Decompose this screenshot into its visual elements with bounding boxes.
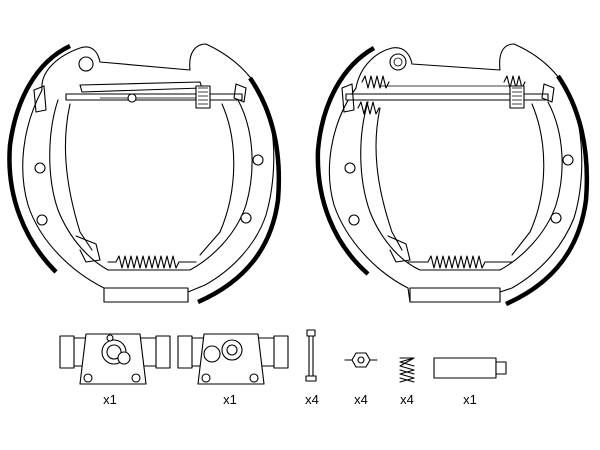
wc2-port	[203, 345, 221, 363]
right-top-spring-left	[361, 75, 390, 89]
left-pivot-mid	[127, 93, 137, 103]
left-anchor-block	[103, 287, 189, 303]
qty-label-wheel-cylinder-left: x1	[103, 392, 117, 407]
right-shoe-web	[375, 103, 545, 256]
left-pivot-top	[78, 56, 94, 72]
right-pivot-top	[389, 53, 407, 71]
qty-label-wheel-cylinder-right: x1	[223, 392, 237, 407]
left-lining-right	[197, 76, 282, 305]
left-strut-lever	[79, 81, 203, 93]
left-shoe-outline	[22, 43, 275, 303]
right-hole-2	[348, 214, 360, 226]
right-lower-lug	[387, 235, 411, 263]
spring-coil	[399, 357, 415, 383]
wc1-bolt-left	[83, 373, 93, 383]
right-side-bracket-right	[541, 83, 555, 103]
left-strut-bar	[65, 93, 243, 101]
right-shoe-outline	[328, 43, 583, 303]
wc2-cap-left	[177, 335, 193, 369]
right-return-spring	[407, 255, 513, 269]
wc2-bolt-left	[201, 373, 211, 383]
left-adjuster-wheel	[195, 85, 211, 109]
left-lining-left	[7, 43, 71, 274]
right-anchor-block	[409, 287, 501, 303]
left-hole-3	[252, 154, 264, 166]
wc1-port-inner	[106, 344, 122, 360]
wc2-bolt-right	[249, 373, 259, 383]
left-hole-1	[34, 162, 46, 174]
right-shoe-inner	[360, 101, 563, 271]
wc1-cap-right	[155, 335, 171, 369]
hold-down-spring	[399, 357, 415, 383]
wc2-cap-right	[273, 335, 289, 369]
qty-label-hold-down-pin: x4	[305, 392, 319, 407]
right-strut-bar	[345, 93, 549, 101]
qty-label-cup-washer: x4	[354, 392, 368, 407]
pin-shaft	[308, 335, 314, 377]
qty-label-adjuster-sleeve: x1	[463, 392, 477, 407]
hold-down-pin	[305, 329, 317, 382]
left-hole-4	[240, 212, 252, 224]
left-shoe-web	[64, 103, 235, 256]
right-brake-shoe-assembly	[315, 43, 590, 307]
left-adjuster-teeth	[198, 87, 208, 105]
right-lining-left	[315, 46, 376, 276]
left-side-bracket-right	[233, 83, 247, 103]
right-hole-1	[344, 162, 356, 174]
left-brake-shoe-assembly	[7, 43, 282, 305]
left-return-spring	[107, 255, 197, 269]
right-lining-right	[505, 74, 590, 307]
right-pivot-top-inner	[393, 57, 403, 67]
sleeve-body	[433, 357, 497, 379]
adjuster-sleeve	[433, 357, 507, 379]
wheel-cylinder-right	[177, 333, 289, 385]
qty-label-hold-down-spring: x4	[400, 392, 414, 407]
washer-hole	[357, 356, 365, 364]
wc1-nub	[106, 334, 114, 342]
right-mid-spring	[357, 101, 380, 115]
wc1-bleeder	[117, 351, 131, 365]
hold-down-cup-washer	[344, 352, 378, 368]
right-hole-3	[562, 154, 574, 166]
wc2-bleeder	[226, 344, 238, 356]
right-adjuster-teeth	[512, 87, 522, 105]
left-side-bracket	[33, 85, 47, 113]
sleeve-tip	[495, 361, 507, 375]
wheel-cylinder-left	[59, 333, 171, 385]
left-hole-2	[36, 214, 48, 226]
left-shoe-inner	[49, 99, 253, 271]
left-lower-lug	[75, 235, 101, 263]
pin-head	[306, 329, 316, 337]
pin-foot	[305, 375, 317, 382]
right-hole-4	[550, 212, 562, 224]
right-side-bracket	[341, 83, 355, 113]
wc1-bolt-right	[131, 373, 141, 383]
wc1-cap-left	[59, 335, 75, 369]
right-adjuster-wheel	[509, 85, 525, 109]
